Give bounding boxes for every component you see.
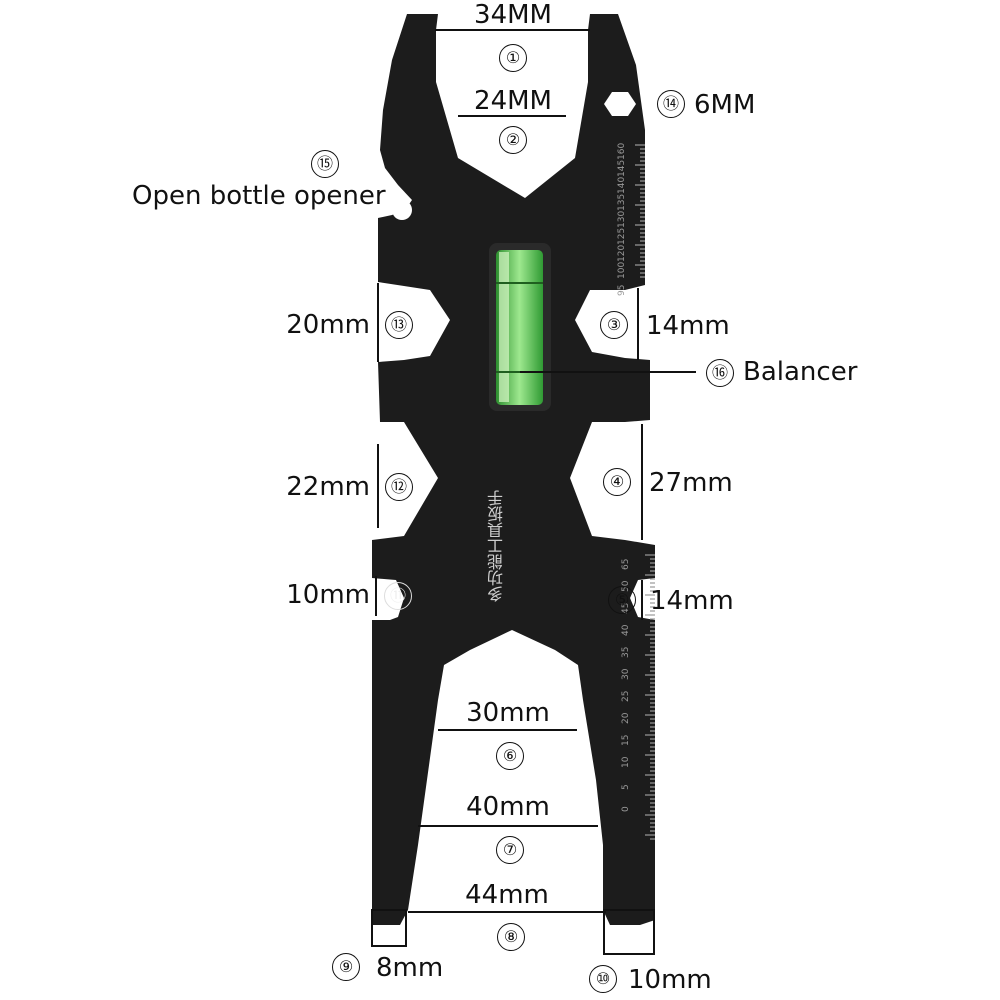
label-8mm: 8mm — [376, 953, 444, 983]
callout-number-3: ③ — [600, 311, 628, 339]
label-14mm-lower: 14mm — [650, 586, 734, 616]
label-20mm: 20mm — [286, 310, 370, 340]
ruler-scale-number: 135 — [617, 193, 627, 211]
callout-number-12: ⑫ — [385, 473, 413, 501]
ruler-scale-icon — [635, 144, 645, 278]
label-open-bottle-opener: Open bottle opener — [132, 181, 386, 211]
ruler-scale-number: 130 — [617, 210, 627, 228]
ruler-scale-number: 95 — [617, 284, 627, 296]
ruler-scale-number: 160 — [617, 142, 627, 160]
callout-number-13: ⑬ — [385, 311, 413, 339]
callout-number-4: ④ — [603, 468, 631, 496]
dim-box-10mm — [603, 909, 655, 955]
label-10mm-right: 10mm — [628, 965, 712, 995]
wrench-body-icon — [372, 14, 655, 925]
ruler-scale-number: 30 — [621, 668, 631, 680]
ruler-scale-number: 15 — [621, 734, 631, 746]
callout-number-1: ① — [499, 44, 527, 72]
label-10mm-left: 10mm — [286, 580, 370, 610]
ruler-scale-number: 35 — [621, 646, 631, 658]
callout-number-2: ② — [499, 126, 527, 154]
label-24mm: 24MM — [474, 86, 552, 116]
label-balancer: Balancer — [743, 357, 858, 387]
callout-number-10: ⑩ — [589, 965, 617, 993]
callout-number-14: ⑭ — [657, 90, 685, 118]
engraving-text: 多功能工具扳手 — [487, 490, 506, 602]
label-44mm: 44mm — [465, 880, 549, 910]
ruler-scale-number: 10 — [621, 756, 631, 768]
ruler-scale-number: 0 — [621, 806, 631, 812]
ruler-scale-number: 145 — [617, 159, 627, 177]
label-27mm: 27mm — [649, 468, 733, 498]
label-22mm: 22mm — [286, 472, 370, 502]
ruler-scale-lower — [645, 554, 655, 840]
dimension-lines — [371, 29, 696, 955]
label-14mm-upper: 14mm — [646, 311, 730, 341]
callout-number-6: ⑥ — [496, 742, 524, 770]
callout-number-15: ⑮ — [311, 150, 339, 178]
spirit-level-vial-icon — [489, 243, 551, 411]
ruler-scale-number: 140 — [617, 176, 627, 194]
callout-number-16: ⑯ — [706, 359, 734, 387]
callout-number-9: ⑨ — [332, 953, 360, 981]
label-40mm: 40mm — [466, 792, 550, 822]
ruler-scale-number: 120 — [617, 244, 627, 262]
callout-number-8: ⑧ — [497, 923, 525, 951]
bottle-opener-hole — [392, 200, 412, 220]
callout-number-11: ⑪ — [384, 582, 412, 610]
label-30mm: 30mm — [466, 698, 550, 728]
ruler-scale-number: 65 — [621, 558, 631, 570]
ruler-scale-number: 100 — [617, 261, 627, 279]
ruler-scale-number: 125 — [617, 227, 627, 245]
ruler-scale-number: 20 — [621, 712, 631, 724]
label-6mm: 6MM — [694, 90, 756, 120]
dim-box-8mm — [371, 909, 407, 947]
label-34mm: 34MM — [474, 0, 552, 30]
callout-number-7: ⑦ — [496, 836, 524, 864]
ruler-scale-number: 5 — [621, 784, 631, 790]
callout-number-5: ⑤ — [608, 586, 636, 614]
ruler-scale-number: 40 — [621, 624, 631, 636]
ruler-scale-number: 25 — [621, 690, 631, 702]
hex-socket-hole — [604, 92, 636, 116]
